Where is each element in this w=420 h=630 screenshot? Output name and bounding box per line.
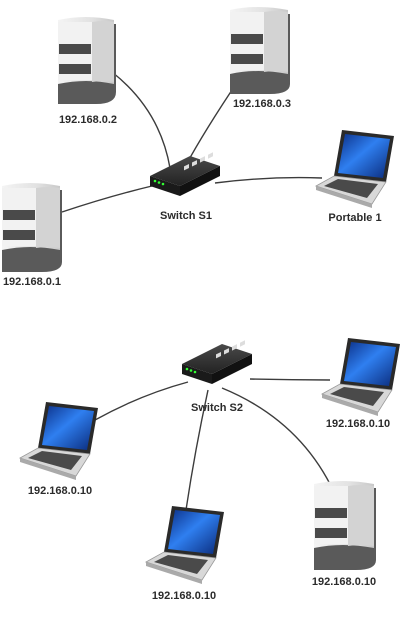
laptop-icon <box>314 130 394 208</box>
server-icon <box>58 17 116 104</box>
server-icon <box>230 7 290 94</box>
server-icon <box>2 183 62 272</box>
link-s2-laptop-top-right <box>249 378 331 381</box>
switch-label: Switch S2 <box>191 402 243 414</box>
server-icon <box>314 481 376 570</box>
node-label: 192.168.0.10 <box>311 576 377 588</box>
link-s1-node-192-168-0-2 <box>111 71 171 169</box>
node-label: 192.168.0.10 <box>27 485 93 497</box>
node-label: 192.168.0.2 <box>58 114 118 126</box>
node-label: Portable 1 <box>328 212 382 224</box>
switch-icon <box>150 152 220 196</box>
laptop-icon <box>18 402 98 480</box>
link-s2-laptop-left <box>94 381 189 421</box>
link-s1-portable-1 <box>214 176 323 184</box>
node-label: 192.168.0.1 <box>2 276 62 288</box>
laptop-icon <box>144 506 224 584</box>
node-label: 192.168.0.3 <box>232 98 292 110</box>
link-s2-laptop-bottom <box>185 389 209 511</box>
switch-icon <box>182 340 252 384</box>
node-label: 192.168.0.10 <box>325 418 391 430</box>
link-s2-server-bottom-right <box>221 387 335 493</box>
switch-label: Switch S1 <box>160 210 212 222</box>
laptop-icon <box>320 338 400 416</box>
node-label: 192.168.0.10 <box>151 590 217 602</box>
link-s1-node-192-168-0-1 <box>61 185 153 213</box>
